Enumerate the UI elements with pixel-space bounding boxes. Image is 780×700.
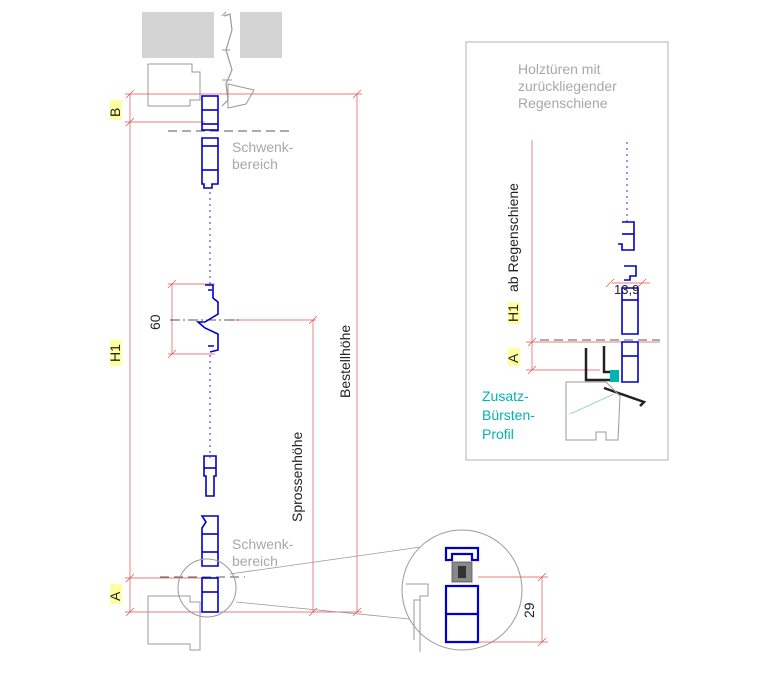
dimension-labels: B H1 A 60 Sprossenhöhe Bestellhöhe Schwe… — [107, 100, 353, 604]
shutter-profiles — [195, 95, 219, 613]
center-axis — [170, 192, 240, 458]
zusatz-buersten-profil-label: Zusatz- Bürsten- Profil — [482, 388, 539, 442]
detail-magnified: 29 — [401, 529, 548, 652]
detail-leader-lines — [229, 543, 443, 623]
dim-29-label: 29 — [521, 602, 537, 618]
dim-60-label: 60 — [147, 314, 163, 330]
schwenkbereich-top-label: Schwenk- bereich — [232, 139, 297, 172]
inset-h1-suffix: ab Regenschiene — [505, 183, 521, 292]
inset-dim-13-9-label: 13,9 — [614, 282, 639, 297]
dim-b-label: B — [107, 108, 123, 117]
inset-panel: Holztüren mit zurückliegender Regenschie… — [465, 41, 669, 461]
top-lintel — [142, 11, 282, 109]
schwenkbereich-bottom-label: Schwenk- bereich — [232, 536, 297, 569]
inset-h1-label: H1 — [505, 304, 521, 322]
inset-dim-a-label: A — [505, 353, 521, 363]
dim-a-label: A — [107, 591, 123, 601]
bottom-sill — [147, 558, 237, 651]
sprossenhoehe-label: Sprossenhöhe — [289, 431, 305, 522]
dimension-lines — [125, 89, 362, 617]
inset-title: Holztüren mit zurückliegender Regenschie… — [518, 61, 621, 111]
bestellhoehe-label: Bestellhöhe — [337, 325, 353, 398]
dim-h1-label: H1 — [107, 344, 123, 362]
